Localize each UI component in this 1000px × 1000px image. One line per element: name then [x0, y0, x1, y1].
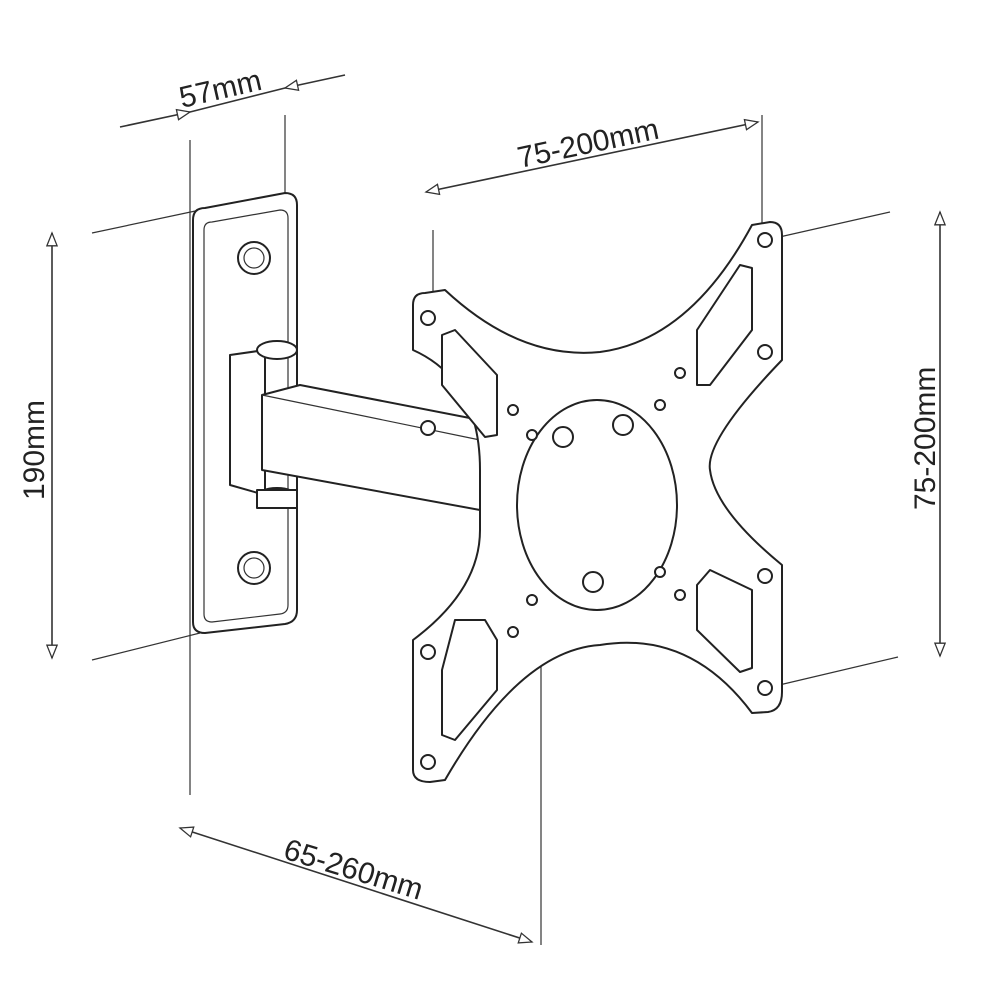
label-vesa-horizontal: 75-200mm: [515, 113, 662, 175]
label-vesa-vertical: 75-200mm: [909, 367, 942, 510]
dimension-lines: [45, 74, 947, 944]
wall-plate: [192, 192, 298, 634]
extension-lines: [91, 115, 899, 945]
label-57mm: 57mm: [176, 64, 265, 115]
label-190mm: 190mm: [18, 400, 51, 500]
vesa-plate: [412, 221, 783, 783]
label-extension: 65-260mm: [280, 833, 427, 906]
